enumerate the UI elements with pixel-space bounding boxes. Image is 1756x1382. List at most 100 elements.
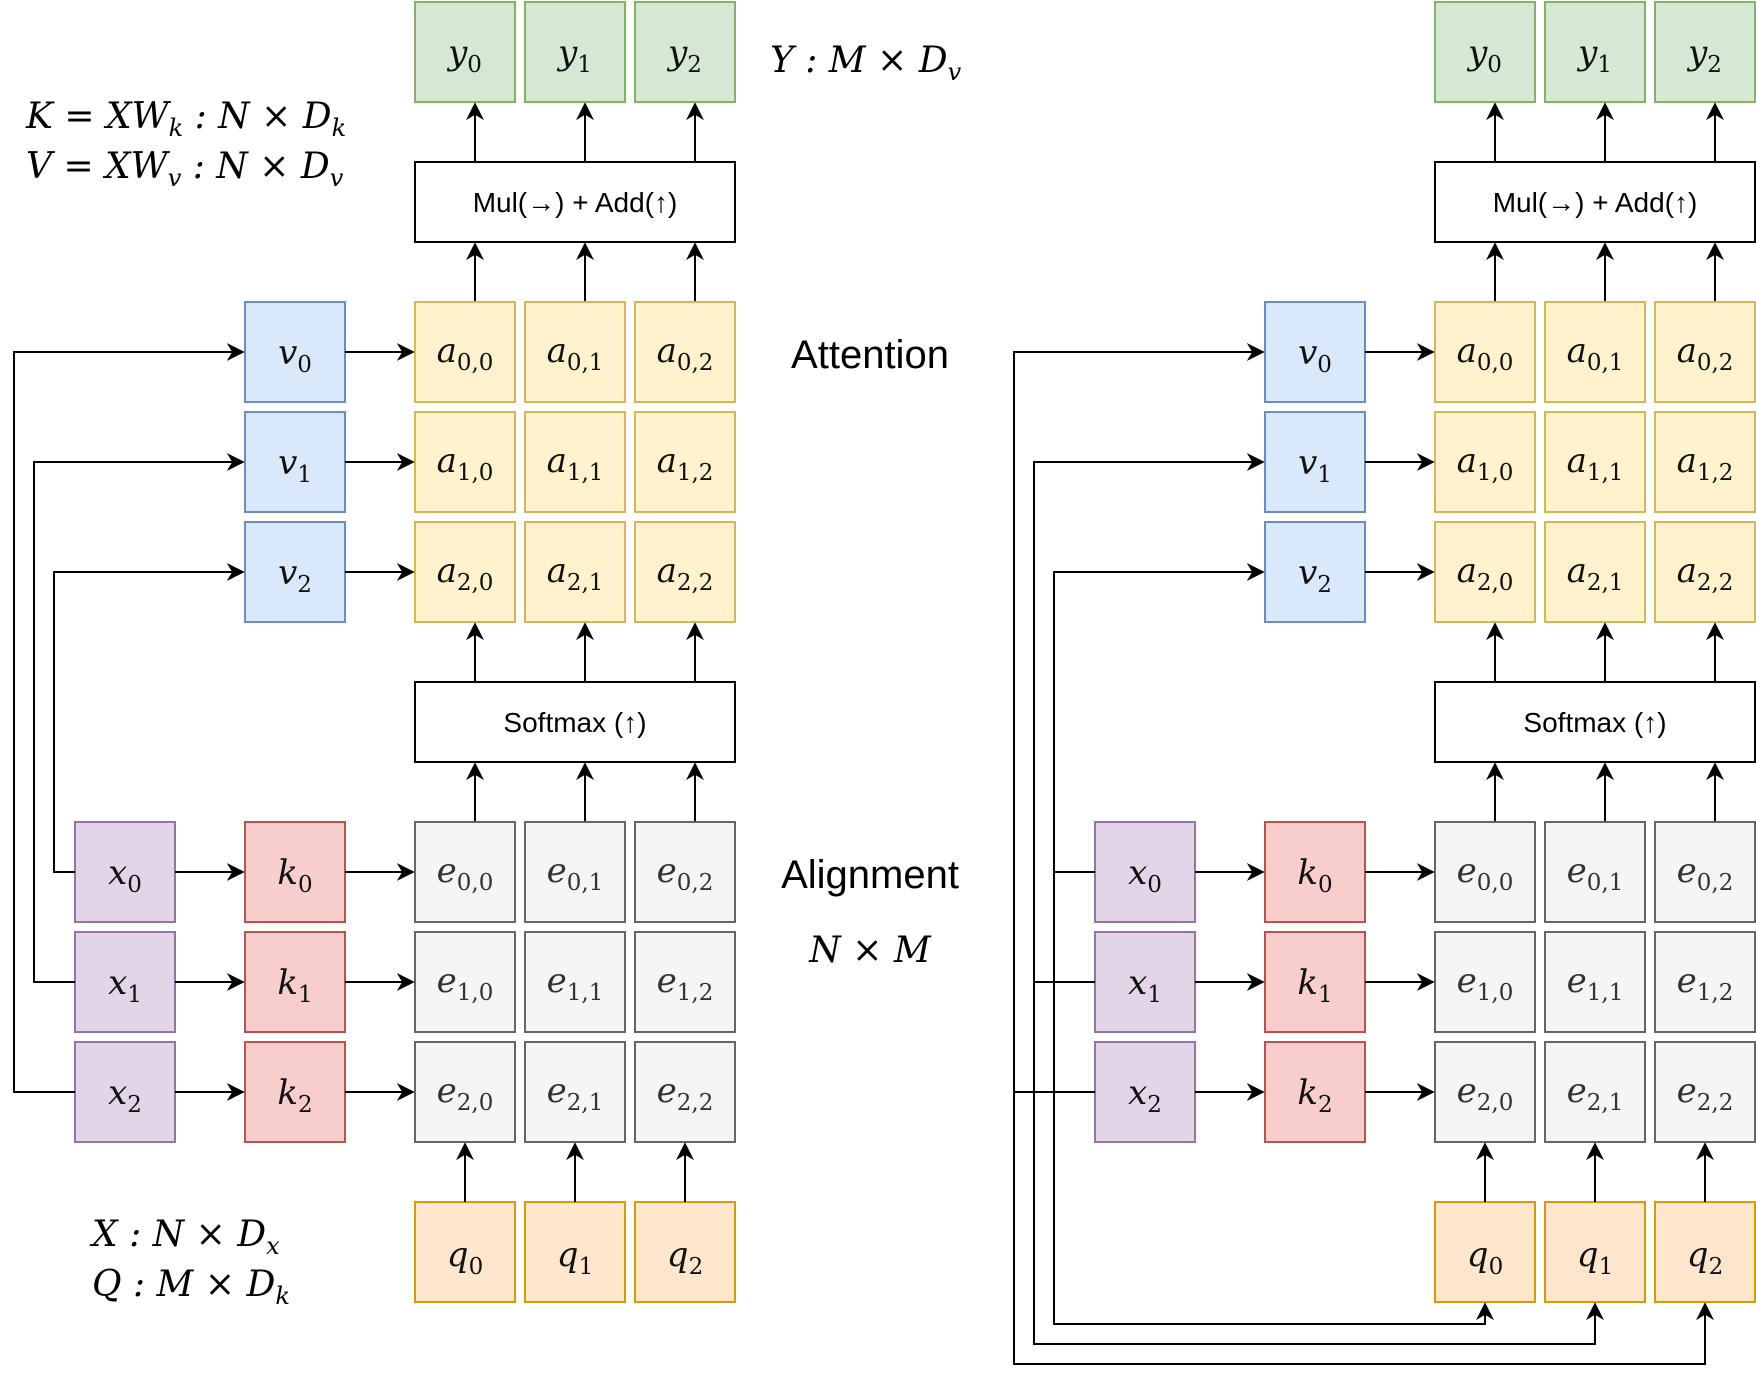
- attention-cell-label: a1,1: [1567, 441, 1624, 486]
- y-dims-formula: Y : M × Dv: [770, 40, 962, 86]
- x-node-1: [74, 931, 176, 1033]
- y-node-2: [634, 1, 736, 103]
- q-label-0: q0: [447, 1235, 483, 1280]
- attention-cell-label: a2,0: [1457, 551, 1514, 596]
- attention-cell: [1654, 521, 1756, 623]
- attention-cell-label: a2,2: [1677, 551, 1734, 596]
- arrow-x-q-2: [1013, 1092, 1714, 1365]
- mul-add-box: Mul(→) + Add(↑): [1434, 161, 1756, 243]
- v-node-2: [244, 521, 346, 623]
- alignment-cell-label: e1,1: [547, 961, 604, 1006]
- y-node-1: [524, 1, 626, 103]
- alignment-cell-label: e2,1: [547, 1071, 604, 1116]
- softmax-box-frame: [1434, 681, 1756, 763]
- softmax-box-frame: [414, 681, 736, 763]
- alignment-cell: [1654, 1041, 1756, 1143]
- mul-add-box-frame: [414, 161, 736, 243]
- attention-cell: [524, 411, 626, 513]
- x-label-1: x1: [1128, 963, 1162, 1008]
- alignment-cell: [1654, 931, 1756, 1033]
- x-node-2: [74, 1041, 176, 1143]
- alignment-cell: [524, 821, 626, 923]
- k-label-0: k0: [1297, 853, 1332, 898]
- attention-cell: [524, 521, 626, 623]
- alignment-dims: N × M: [808, 930, 932, 971]
- x-dims-formula: X : N × Dx: [89, 1214, 280, 1260]
- softmax-box: Softmax (↑): [414, 681, 736, 763]
- alignment-cell-label: e0,0: [1457, 851, 1514, 896]
- alignment-cell: [1434, 821, 1536, 923]
- q-label-1: q1: [1577, 1235, 1613, 1280]
- x-node-1: [1094, 931, 1196, 1033]
- alignment-cell: [634, 1041, 736, 1143]
- k-label-0: k0: [277, 853, 312, 898]
- alignment-cell-label: e2,2: [1677, 1071, 1734, 1116]
- alignment-heading: Alignment: [781, 853, 959, 897]
- alignment-cell-label: e0,0: [437, 851, 494, 896]
- alignment-cell-label: e2,2: [657, 1071, 714, 1116]
- v-node-0: [244, 301, 346, 403]
- attention-cell: [634, 411, 736, 513]
- k-node-0: [1264, 821, 1366, 923]
- mul-add-box-label: Mul(→) + Add(↑): [1493, 187, 1698, 218]
- k-label-2: k2: [277, 1073, 312, 1118]
- attention-cell-label: a0,2: [1677, 331, 1734, 376]
- alignment-cell-label: e2,0: [1457, 1071, 1514, 1116]
- q-node-2: [1654, 1201, 1756, 1303]
- k-node-1: [244, 931, 346, 1033]
- attention-cell-label: a1,2: [657, 441, 714, 486]
- attention-cell: [1434, 411, 1536, 513]
- q-label-2: q2: [667, 1235, 703, 1280]
- v-formula: V = XWv : N × Dv: [26, 146, 344, 192]
- y-node-0: [414, 1, 516, 103]
- v-label-1: v1: [1298, 443, 1332, 488]
- formula-group: K = XWk : N × Dk V = XWv : N × Dv X : N …: [25, 40, 962, 1310]
- k-node-2: [244, 1041, 346, 1143]
- y-node-2: [1654, 1, 1756, 103]
- attention-cell: [634, 301, 736, 403]
- alignment-cell: [414, 1041, 516, 1143]
- attention-cell-label: a1,2: [1677, 441, 1734, 486]
- y-label-2: y2: [1686, 33, 1722, 78]
- k-node-1: [1264, 931, 1366, 1033]
- attention-cell-label: a1,1: [547, 441, 604, 486]
- attention-cell-label: a1,0: [437, 441, 494, 486]
- q-label-0: q0: [1467, 1235, 1503, 1280]
- attention-cell-label: a0,0: [1457, 331, 1514, 376]
- softmax-box: Softmax (↑): [1434, 681, 1756, 763]
- x-node-2: [1094, 1041, 1196, 1143]
- y-label-0: y0: [446, 33, 482, 78]
- arrow-x-v-1: [33, 453, 245, 983]
- attention-cell-label: a2,2: [657, 551, 714, 596]
- alignment-cell-label: e0,2: [657, 851, 714, 896]
- alignment-cell-label: e1,0: [437, 961, 494, 1006]
- y-label-1: y1: [556, 33, 592, 78]
- mul-add-box-label: Mul(→) + Add(↑): [473, 187, 678, 218]
- attention-cell: [1544, 411, 1646, 513]
- attention-cell-label: a0,0: [437, 331, 494, 376]
- x-label-0: x0: [1128, 853, 1162, 898]
- alignment-cell-label: e1,0: [1457, 961, 1514, 1006]
- alignment-cell: [1654, 821, 1756, 923]
- y-label-0: y0: [1466, 33, 1502, 78]
- attention-cell-label: a2,1: [547, 551, 604, 596]
- alignment-cell: [524, 1041, 626, 1143]
- q-dims-formula: Q : M × Dk: [92, 1264, 290, 1310]
- alignment-cell: [1434, 1041, 1536, 1143]
- alignment-cell: [1544, 821, 1646, 923]
- attention-cell-label: a0,2: [657, 331, 714, 376]
- k-label-2: k2: [1297, 1073, 1332, 1118]
- k-node-0: [244, 821, 346, 923]
- alignment-cell-label: e1,2: [657, 961, 714, 1006]
- v-node-0: [1264, 301, 1366, 403]
- x-label-2: x2: [1128, 1073, 1162, 1118]
- attention-cell: [1434, 301, 1536, 403]
- alignment-cell: [414, 821, 516, 923]
- k-label-1: k1: [1297, 963, 1332, 1008]
- k-formula: K = XWk : N × Dk: [25, 96, 346, 142]
- alignment-cell: [1544, 1041, 1646, 1143]
- v-node-2: [1264, 521, 1366, 623]
- mul-add-box-frame: [1434, 161, 1756, 243]
- v-label-0: v0: [278, 333, 312, 378]
